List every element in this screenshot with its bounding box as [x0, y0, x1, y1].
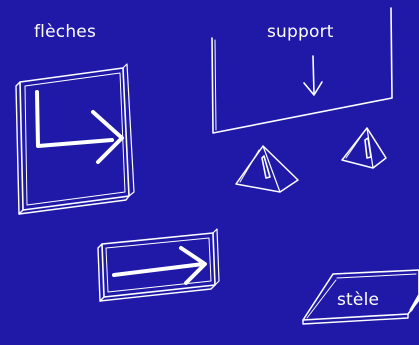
triangle-foot-right	[341, 127, 387, 169]
arrow-block-corner	[15, 63, 135, 215]
right-arrow-icon	[112, 246, 207, 285]
triangle-foot-left	[235, 145, 299, 193]
stele-block	[302, 269, 419, 325]
down-arrow-icon	[303, 55, 323, 96]
arrows-label: flèches	[34, 22, 97, 42]
support-label: support	[267, 22, 334, 42]
corner-arrow-icon	[35, 90, 124, 164]
support-panel	[211, 7, 393, 134]
stele-label: stèle	[337, 290, 380, 310]
arrow-block-straight	[97, 228, 220, 302]
